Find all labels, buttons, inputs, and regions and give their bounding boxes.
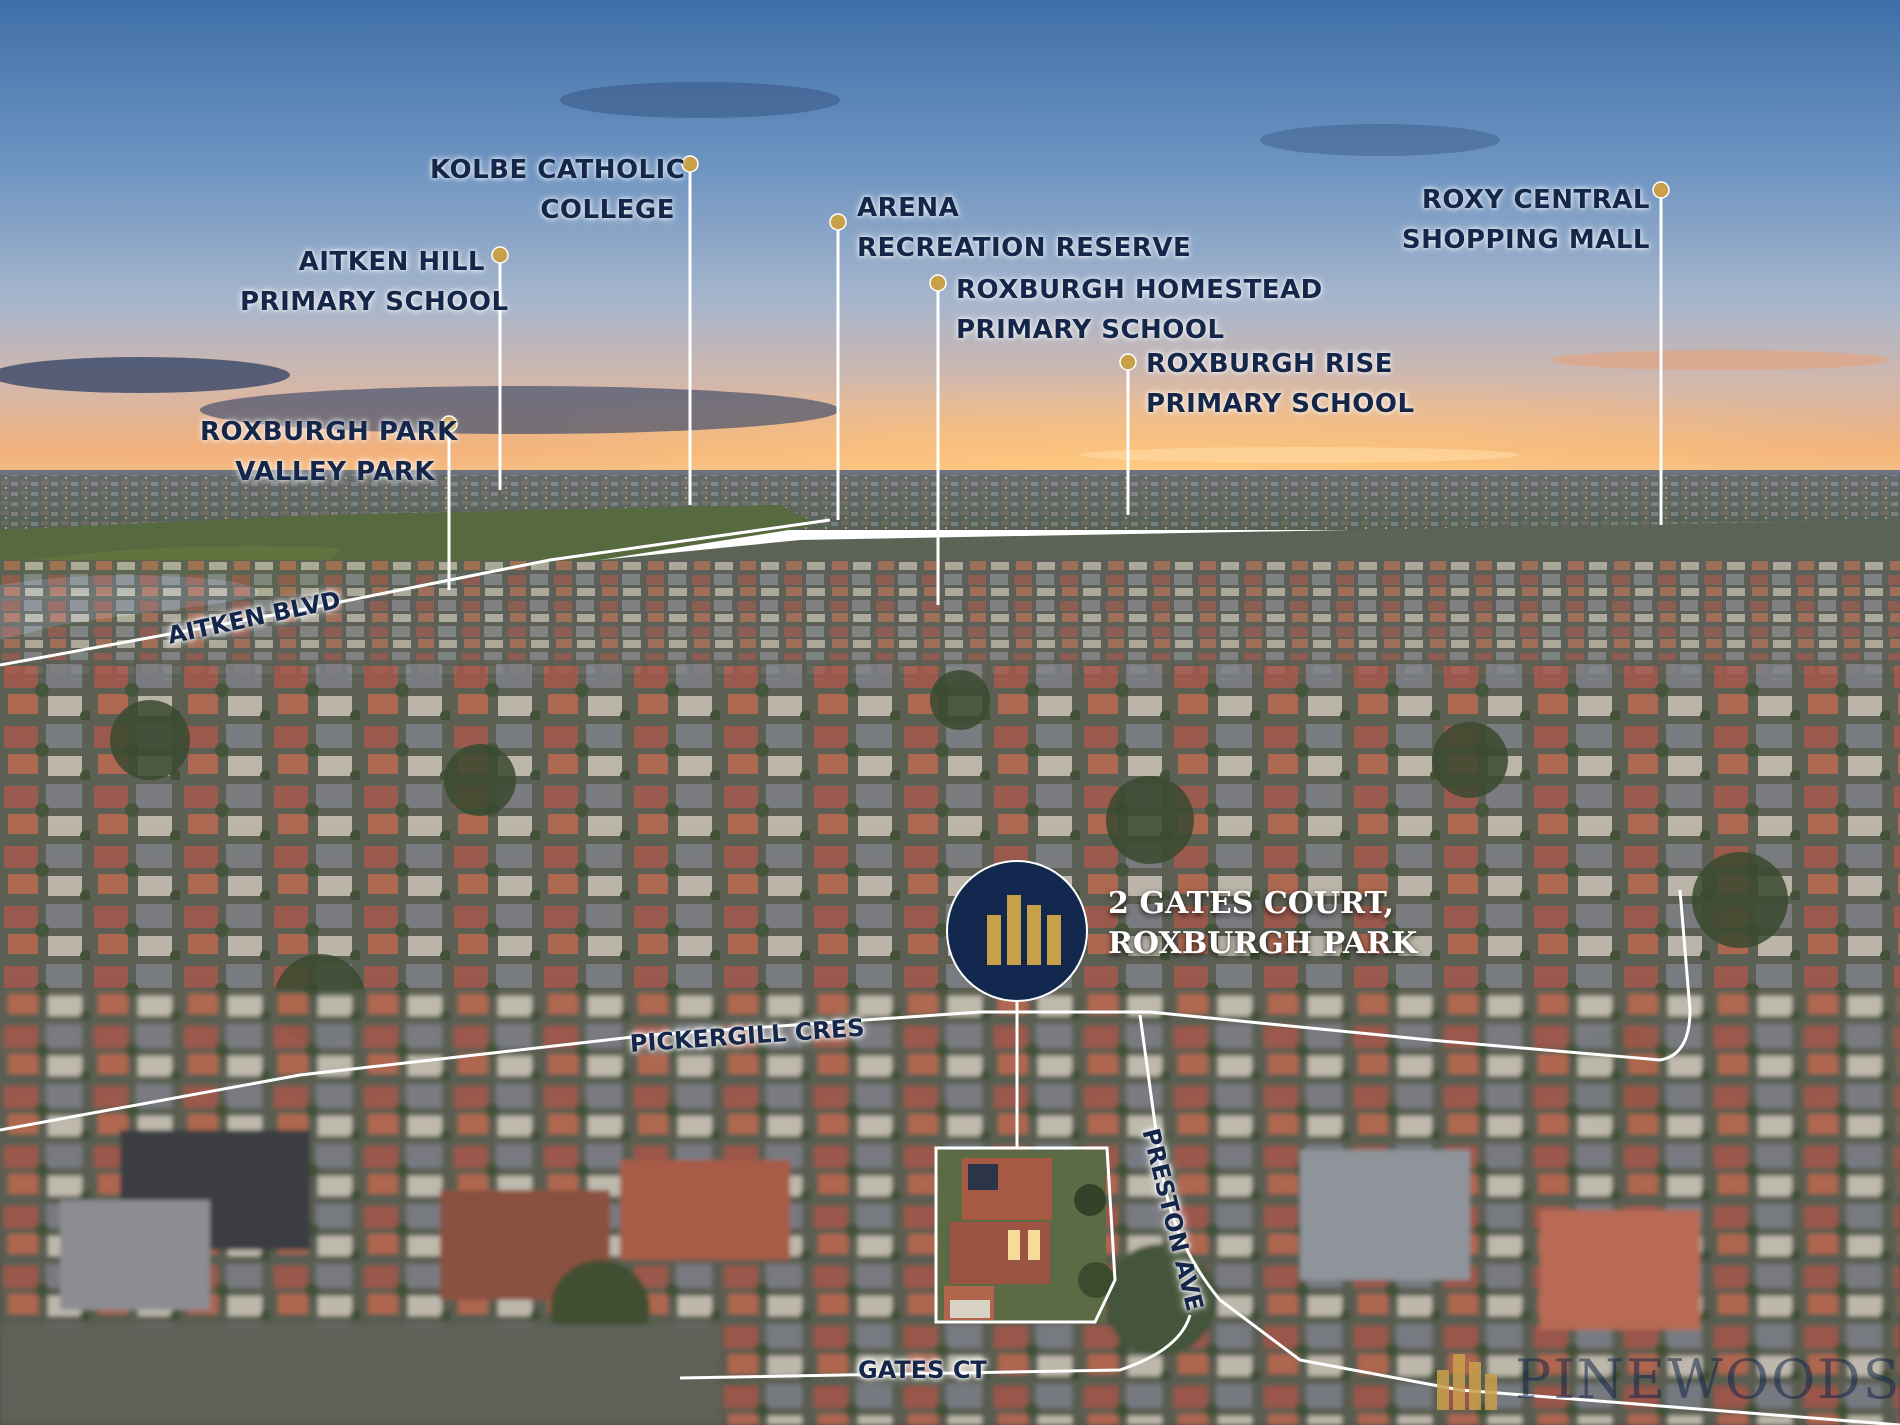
- landmark-label-arena-recreation-reserve: ARENA RECREATION RESERVE: [857, 193, 1192, 263]
- landmark-label-roxburgh-rise-primary-school: ROXBURGH RISE PRIMARY SCHOOL: [1146, 349, 1415, 419]
- landmark-label-roxy-central-shopping-mall: ROXY CENTRAL SHOPPING MALL: [1401, 185, 1650, 255]
- landmark-label-roxburgh-homestead-primary-school: ROXBURGH HOMESTEAD PRIMARY SCHOOL: [956, 275, 1323, 345]
- landmark-label-roxburgh-park-valley-park: ROXBURGH PARK VALLEY PARK: [200, 417, 458, 487]
- landmark-label-aitken-hill-primary-school: AITKEN HILL PRIMARY SCHOOL: [240, 247, 509, 317]
- street-label-gates-ct: GATES CT: [858, 1356, 987, 1384]
- brand-logo-icon: [1437, 1354, 1497, 1410]
- property-badge-icon: [946, 860, 1088, 1002]
- brand-watermark: PINEWOODS: [1425, 1340, 1900, 1420]
- location-pin-icon: [440, 155, 1670, 433]
- brand-name: PINEWOODS: [1515, 1348, 1900, 1411]
- landmark-label-kolbe-catholic-college: KOLBE CATHOLIC COLLEGE: [430, 155, 686, 225]
- property-address: 2 GATES COURT, ROXBURGH PARK: [1108, 886, 1418, 961]
